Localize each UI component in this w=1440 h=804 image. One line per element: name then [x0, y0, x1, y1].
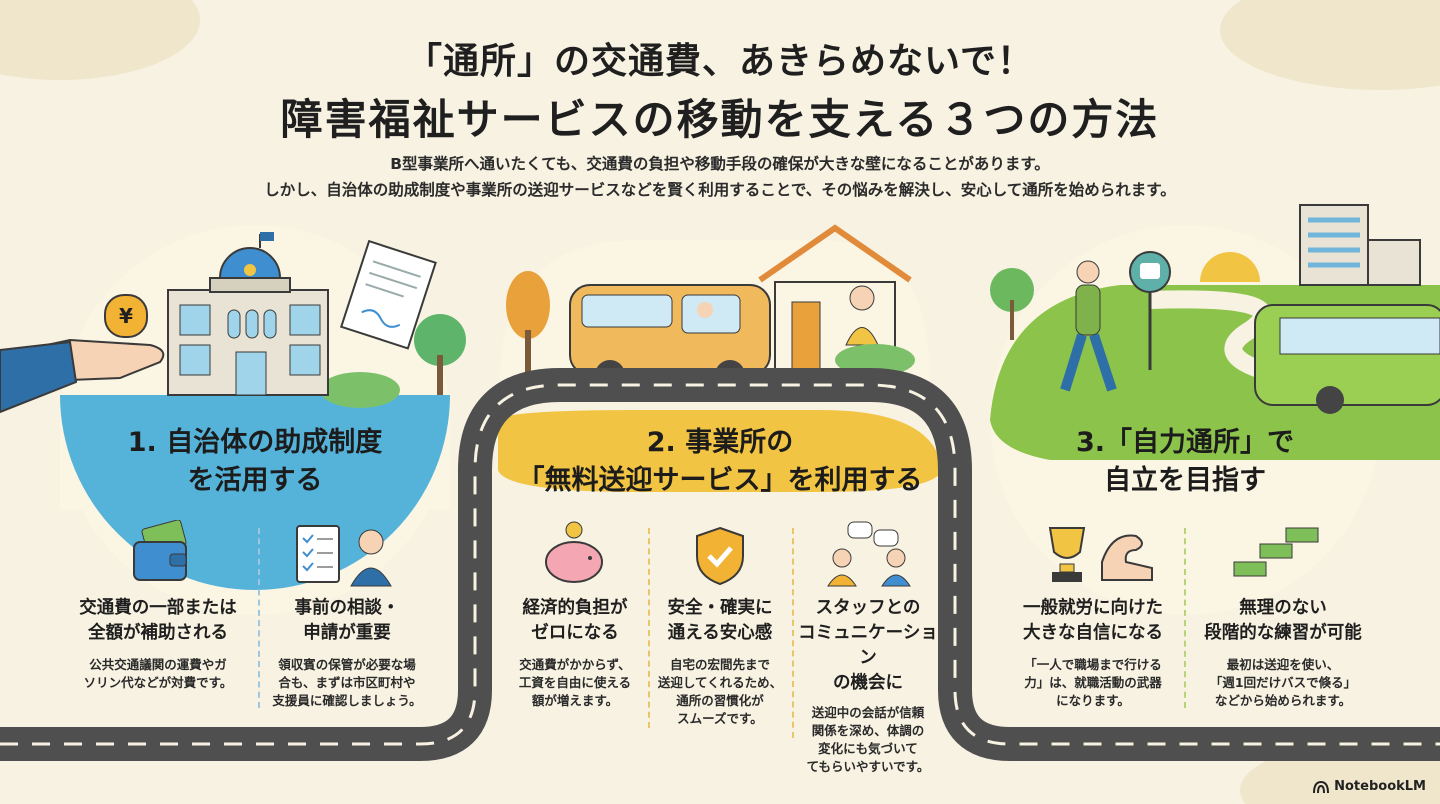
shield-check-icon — [696, 526, 744, 586]
feature-3-1: 一般就労に向けた 大きな自信になる 「一人で職場まで行ける 力」は、就職活動の武… — [1008, 596, 1178, 710]
page-title-line2: 障害福祉サービスの移動を支える３つの方法 — [280, 95, 1160, 144]
section3-title: 3.「自力通所」で 自立を目指す — [990, 424, 1380, 500]
trophy-muscle-icon — [1048, 527, 1153, 582]
feature-2-1: 経済的負担が ゼロになる 交通費がかからず、 工資を自由に使える 額が増えます。 — [508, 596, 642, 710]
section2-title-line1: 2. 事業所の — [646, 427, 794, 458]
feature-heading: 交通費の一部または 全額が補助される — [79, 598, 237, 643]
feature-heading: 経済的負担が ゼロになる — [522, 598, 628, 643]
staff-conversation-icon — [827, 521, 911, 587]
divider — [1184, 528, 1186, 708]
feature-2-3: スタッフとの コミュニケーション の機会に 送迎中の会話が信頼 関係を深め、体調… — [796, 596, 940, 776]
divider — [258, 528, 260, 708]
notebooklm-watermark: NotebookLM — [1313, 779, 1426, 794]
notebooklm-logo-icon — [1313, 780, 1330, 793]
section1-scene — [0, 225, 466, 615]
feature-heading: スタッフとの コミュニケーション の機会に — [798, 598, 938, 693]
feature-body: 領収賓の保管が必要な場 合も、まずは市区町村や 支援員に確認しましょう。 — [272, 657, 422, 708]
section1-title-line2: を活用する — [187, 465, 323, 496]
section1-title: 1. 自治体の助成制度 を活用する — [60, 424, 450, 500]
section1-title-line1: 1. 自治体の助成制度 — [127, 427, 383, 458]
feature-heading: 無理のない 段階的な練習が可能 — [1204, 598, 1362, 643]
page-title-line1: 「通所」の交通費、あきらめないで！ — [406, 41, 1034, 82]
divider — [648, 528, 650, 728]
road — [0, 368, 1440, 761]
feature-heading: 事前の相談・ 申請が重要 — [294, 598, 400, 643]
feature-2-2: 安全・確実に 通える安心感 自宅の宏間先まで 送迎してくれるため、 通所の習慣化… — [652, 596, 788, 728]
feature-body: 自宅の宏間先まで 送迎してくれるため、 通所の習慣化が スムーズです。 — [657, 657, 783, 726]
section3-scene — [990, 204, 1440, 615]
intro-line2: しかし、自治体の助成制度や事業所の送迎サービスなどを賢く利用することで、その悩み… — [264, 181, 1176, 199]
feature-body: 公共交通議関の運費やガ ソリン代などが対費です。 — [83, 657, 233, 690]
wallet-money-icon — [133, 520, 187, 581]
feature-1-1: 交通費の一部または 全額が補助される 公共交通議関の運費やガ ソリン代などが対費… — [66, 596, 250, 692]
divider — [792, 528, 794, 738]
section2-title: 2. 事業所の 「無料送迎サービス」を利用する — [498, 424, 942, 500]
feature-heading: 安全・確実に 通える安心感 — [667, 598, 773, 643]
feature-heading: 一般就労に向けた 大きな自信になる — [1023, 598, 1163, 643]
feature-3-2: 無理のない 段階的な練習が可能 最初は送迎を使い、 「週1回だけバスで倏る」 な… — [1190, 596, 1376, 710]
feature-body: 送迎中の会話が信頼 関係を深め、体調の 変化にも気づいて てもらいやすいです。 — [806, 705, 930, 774]
feature-body: 「一人で職場まで行ける 力」は、就職活動の武器 になります。 — [1024, 657, 1162, 708]
feature-body: 交通費がかからず、 工資を自由に使える 額が増えます。 — [518, 657, 632, 708]
checklist-phone-consultation-icon — [296, 525, 392, 587]
piggy-bank-icon — [545, 521, 603, 583]
section2-band — [498, 410, 942, 492]
yen-coin-icon: ¥ — [104, 294, 148, 338]
stacked-money-icon — [1233, 527, 1319, 577]
section3-title-line1: 3.「自力通所」で — [1075, 427, 1295, 458]
section3-title-line2: 自立を目指す — [1104, 465, 1266, 496]
section2-scene — [500, 224, 930, 390]
feature-body: 最初は送迎を使い、 「週1回だけバスで倏る」 などから始められます。 — [1209, 657, 1357, 708]
brand-name: NotebookLM — [1334, 779, 1426, 794]
feature-1-2: 事前の相談・ 申請が重要 領収賓の保管が必要な場 合も、まずは市区町村や 支援員… — [262, 596, 432, 710]
section2-title-line2: 「無料送迎サービス」を利用する — [517, 465, 923, 496]
intro-line1: B型事業所へ通いたくても、交通費の負担や移動手段の確保が大きな壁になることがあり… — [390, 155, 1050, 173]
